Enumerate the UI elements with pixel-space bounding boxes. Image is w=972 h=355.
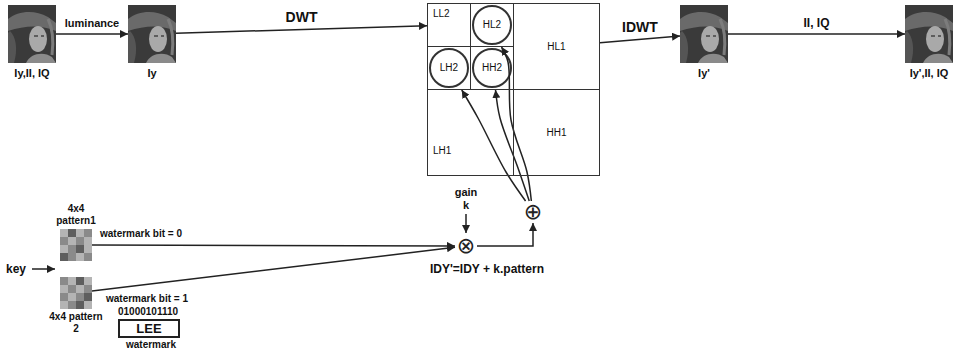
node-caption: Iy [147, 67, 156, 80]
label-text: IDY'=IDY + k.pattern [430, 262, 544, 276]
node-text: HH2 [482, 62, 502, 74]
flow-connector [56, 33, 128, 35]
pattern-node: 4x4 pattern 2 [60, 277, 92, 309]
gain-label: gain k [455, 186, 478, 212]
subband-cell: HL2 [470, 3, 514, 47]
node-text: 4x4 pattern1 [48, 203, 104, 227]
image-thumbnail [8, 5, 56, 63]
watermark-caption: watermark [126, 339, 176, 350]
adder-symbol: ⊕ [522, 201, 544, 223]
image-node: Iy' [680, 5, 728, 63]
node-text: LH2 [440, 62, 458, 74]
flow-connector [92, 247, 455, 291]
connector-label: DWT [284, 9, 320, 25]
multiplier-symbol: ⊗ [455, 235, 477, 257]
flow-connector [176, 26, 427, 34]
node-caption: Iy' [698, 67, 710, 80]
flow-connector [462, 90, 526, 201]
gain-arrow [465, 214, 467, 233]
node-text: HH1 [546, 127, 566, 139]
selection-circle [430, 49, 468, 87]
key-arrow [32, 268, 55, 270]
node-text: HL1 [547, 41, 565, 53]
node-text: HL2 [483, 19, 501, 31]
flow-connector [92, 244, 455, 246]
subband-cell: LL2 [427, 3, 471, 47]
connector-label-text: watermark bit = 1 [106, 293, 188, 305]
node-text: Iy [147, 67, 156, 80]
connector-label: IDWT [620, 19, 660, 35]
node-text: ⊕ [524, 201, 542, 223]
node-caption: Iy',II, IQ [910, 67, 949, 80]
node-text: LEE [128, 322, 170, 335]
connector-label-text: II, IQ [803, 16, 829, 30]
node-caption: 4x4 pattern1 [48, 203, 104, 227]
label-text: 01000101110 [118, 306, 178, 317]
label-text: key [6, 262, 26, 276]
selection-circle [473, 6, 511, 44]
connector-label: luminance [63, 17, 121, 30]
connector-label: watermark bit = 1 [104, 293, 190, 305]
image-node: Iy [128, 5, 176, 63]
connector-label-text: luminance [65, 17, 119, 30]
node-text: Iy' [698, 67, 710, 80]
image-node: Iy',II, IQ [905, 5, 953, 63]
image-thumbnail [680, 5, 728, 63]
flow-connector [502, 47, 532, 201]
key-label: key [6, 262, 26, 276]
pattern-node: 4x4 pattern1 [60, 229, 92, 261]
flow-connector [600, 36, 680, 43]
node-caption: Iy,II, IQ [14, 67, 49, 80]
connector-label-text: watermark bit = 0 [100, 228, 182, 240]
pattern-square [60, 277, 92, 309]
watermark-bits: 01000101110 [118, 306, 178, 317]
flow-connector [728, 33, 905, 35]
label-text: watermark [126, 339, 176, 350]
connector-label: II, IQ [801, 16, 831, 30]
image-node: Iy,II, IQ [8, 5, 56, 63]
connector-label-text: DWT [286, 9, 318, 25]
node-caption: 4x4 pattern 2 [48, 311, 104, 335]
node-text: Iy',II, IQ [910, 67, 949, 80]
node-text: ⊗ [457, 235, 475, 257]
formula-label: IDY'=IDY + k.pattern [430, 262, 544, 276]
connector-label: watermark bit = 0 [98, 228, 184, 240]
image-thumbnail [905, 5, 953, 63]
subband-cell: LH2 [427, 46, 471, 90]
subband-cell: LH1 [427, 89, 514, 176]
flow-connector [477, 223, 533, 246]
node-text: LL2 [433, 8, 450, 20]
pattern-square [60, 229, 92, 261]
label-text: gain k [455, 186, 478, 212]
watermark-box: LEE [118, 319, 180, 338]
image-thumbnail [128, 5, 176, 63]
connector-label-text: IDWT [622, 19, 658, 35]
subband-cell: HH1 [513, 89, 600, 176]
node-text: 4x4 pattern 2 [48, 311, 104, 335]
subband-cell: HL1 [513, 3, 600, 90]
subband-cell: HH2 [470, 46, 514, 90]
node-text: Iy,II, IQ [14, 67, 49, 80]
node-text: LH1 [433, 145, 451, 157]
